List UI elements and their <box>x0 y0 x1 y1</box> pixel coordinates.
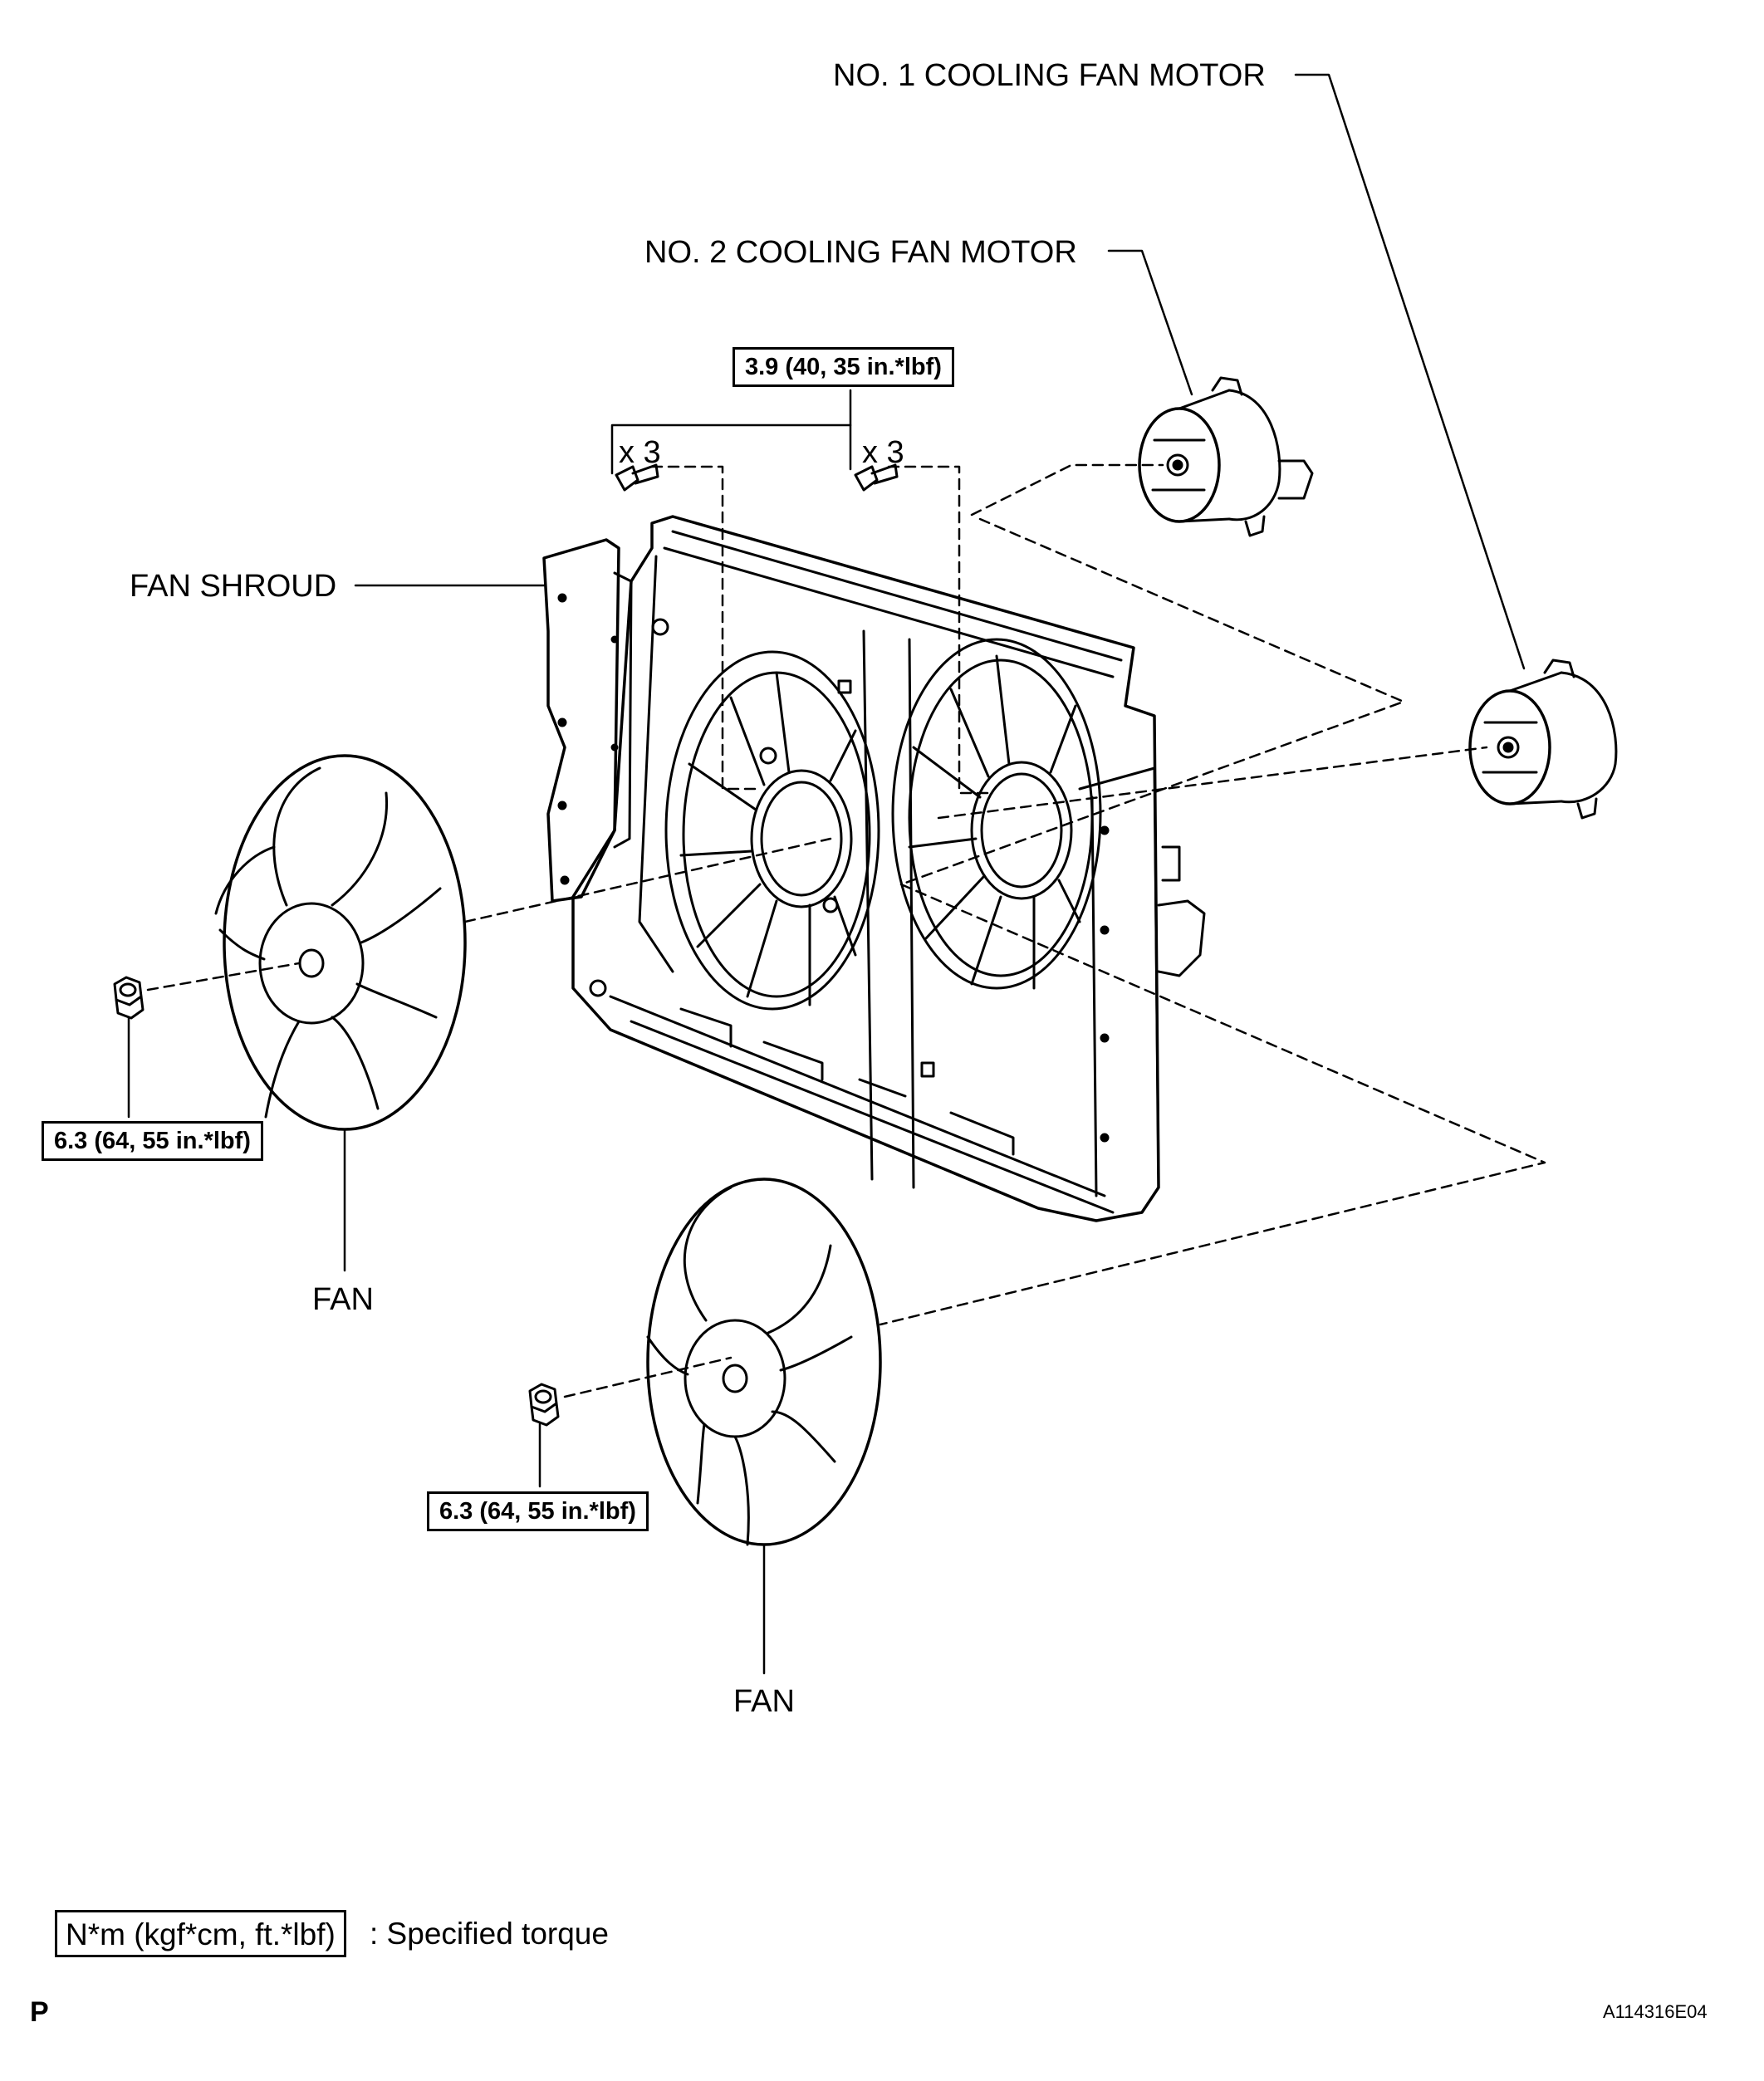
section-letter: P <box>30 1996 49 2028</box>
shroud-bolt-torque-box: 3.9 (40, 35 in.*lbf) <box>733 347 954 387</box>
left-nut-torque-box: 6.3 (64, 55 in.*lbf) <box>42 1121 263 1161</box>
bottom-nut-torque-box: 6.3 (64, 55 in.*lbf) <box>427 1491 649 1531</box>
left-bolt-quantity: x 3 <box>619 435 661 470</box>
bottom-fan-drawing <box>646 1178 882 1546</box>
no2-cooling-fan-motor-label: NO. 2 COOLING FAN MOTOR <box>644 235 1077 270</box>
bottom-fan-label: FAN <box>733 1684 795 1719</box>
fan-shroud-label: FAN SHROUD <box>130 569 337 604</box>
fan-nuts-drawing <box>113 976 560 1427</box>
assembly-lines <box>146 463 1546 1398</box>
fan-shroud-drawing <box>542 515 1206 1222</box>
no2-cooling-fan-motor-drawing <box>1138 376 1314 537</box>
figure-id: A114316E04 <box>1603 2001 1708 2022</box>
left-fan-label: FAN <box>312 1282 374 1317</box>
torque-legend-description: : Specified torque <box>370 1917 609 1951</box>
torque-unit-legend-box: N*m (kgf*cm, ft.*lbf) <box>55 1910 346 1957</box>
right-bolt-quantity: x 3 <box>862 435 904 470</box>
leader-lines <box>127 73 1526 1675</box>
no1-cooling-fan-motor-drawing <box>1468 659 1618 820</box>
no1-cooling-fan-motor-label: NO. 1 COOLING FAN MOTOR <box>833 58 1266 93</box>
left-fan-drawing <box>214 754 467 1131</box>
